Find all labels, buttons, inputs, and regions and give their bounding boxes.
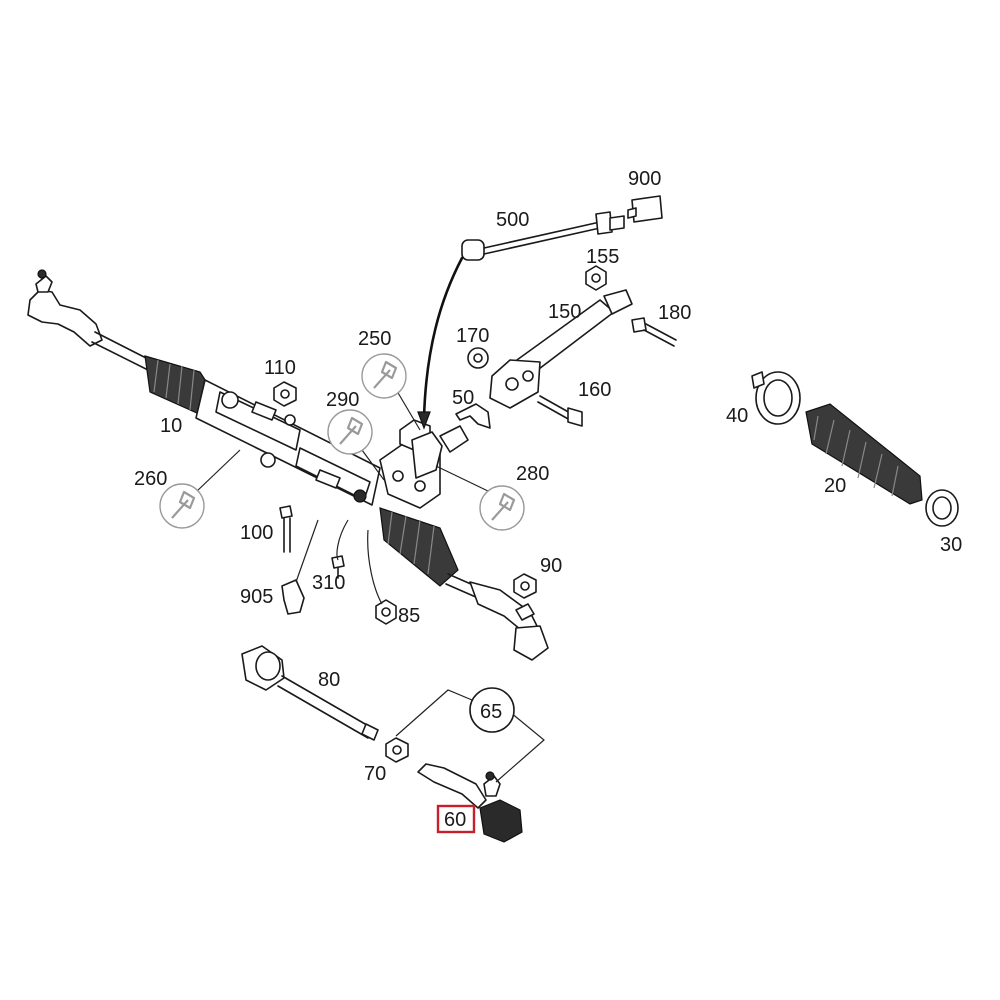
leader-280	[435, 465, 491, 493]
callout-155[interactable]: 155	[586, 246, 619, 268]
callout-60[interactable]: 60	[444, 809, 466, 831]
callout-250[interactable]: 250	[358, 328, 391, 350]
leader-905	[295, 519, 319, 583]
steering-rack-assembly[interactable]	[27, 269, 549, 661]
callout-20[interactable]: 20	[824, 475, 846, 497]
rod-500[interactable]	[461, 211, 625, 261]
callout-170[interactable]: 170	[456, 325, 489, 347]
callout-900[interactable]: 900	[628, 168, 661, 190]
inner-tie-rod-80[interactable]	[241, 645, 379, 741]
callout-90[interactable]: 90	[540, 555, 562, 577]
screw-310[interactable]	[331, 555, 345, 579]
callout-100[interactable]: 100	[240, 522, 273, 544]
nut-155[interactable]	[585, 265, 607, 291]
tie-rod-end-60[interactable]	[417, 763, 523, 843]
callout-30[interactable]: 30	[940, 534, 962, 556]
leader-260	[195, 449, 241, 493]
kit-65-circle	[469, 687, 515, 733]
callout-310[interactable]: 310	[312, 572, 345, 594]
boot-20[interactable]	[805, 403, 923, 505]
bolt-180[interactable]	[631, 317, 677, 347]
callout-85[interactable]: 85	[398, 605, 420, 627]
clamp-30[interactable]	[925, 489, 959, 527]
leader-310	[336, 519, 349, 561]
callout-180[interactable]: 180	[658, 302, 691, 324]
callout-290[interactable]: 290	[326, 389, 359, 411]
nut-110[interactable]	[273, 381, 297, 407]
bolt-160[interactable]	[537, 395, 583, 427]
connector-900[interactable]	[627, 195, 663, 223]
callouts: 900 500 155 150 180 250 170 110 290 50 1…	[134, 168, 962, 834]
kit-65-bracket	[395, 689, 545, 783]
callout-905[interactable]: 905	[240, 586, 273, 608]
callout-50[interactable]: 50	[452, 387, 474, 409]
leader-85	[367, 529, 383, 605]
callout-110[interactable]: 110	[264, 357, 296, 379]
intermediate-shaft-150[interactable]	[489, 289, 633, 409]
callout-150[interactable]: 150	[548, 301, 581, 323]
washer-170[interactable]	[467, 347, 489, 369]
sensor-905[interactable]	[281, 579, 305, 615]
highlight-box-60	[436, 804, 476, 834]
leader-290	[361, 449, 385, 481]
bolt-100[interactable]	[279, 505, 293, 553]
callout-160[interactable]: 160	[578, 379, 611, 401]
nut-70[interactable]	[385, 737, 409, 763]
wrench-icon	[327, 409, 373, 455]
arrow-head	[417, 411, 431, 430]
callout-280[interactable]: 280	[516, 463, 549, 485]
callout-65[interactable]: 65	[480, 701, 502, 723]
callout-500[interactable]: 500	[496, 209, 529, 231]
wrench-icon	[159, 483, 205, 529]
wrench-icon	[479, 485, 525, 531]
callout-80[interactable]: 80	[318, 669, 340, 691]
nut-90[interactable]	[513, 573, 537, 599]
nut-85[interactable]	[375, 599, 397, 625]
bracket-50[interactable]	[455, 403, 491, 429]
clamp-40[interactable]	[751, 371, 801, 425]
callout-70[interactable]: 70	[364, 763, 386, 785]
callout-10[interactable]: 10	[160, 415, 182, 437]
callout-260[interactable]: 260	[134, 468, 167, 490]
assembly-arrow	[422, 256, 464, 420]
callout-40[interactable]: 40	[726, 405, 748, 427]
wrench-icon	[361, 353, 407, 399]
